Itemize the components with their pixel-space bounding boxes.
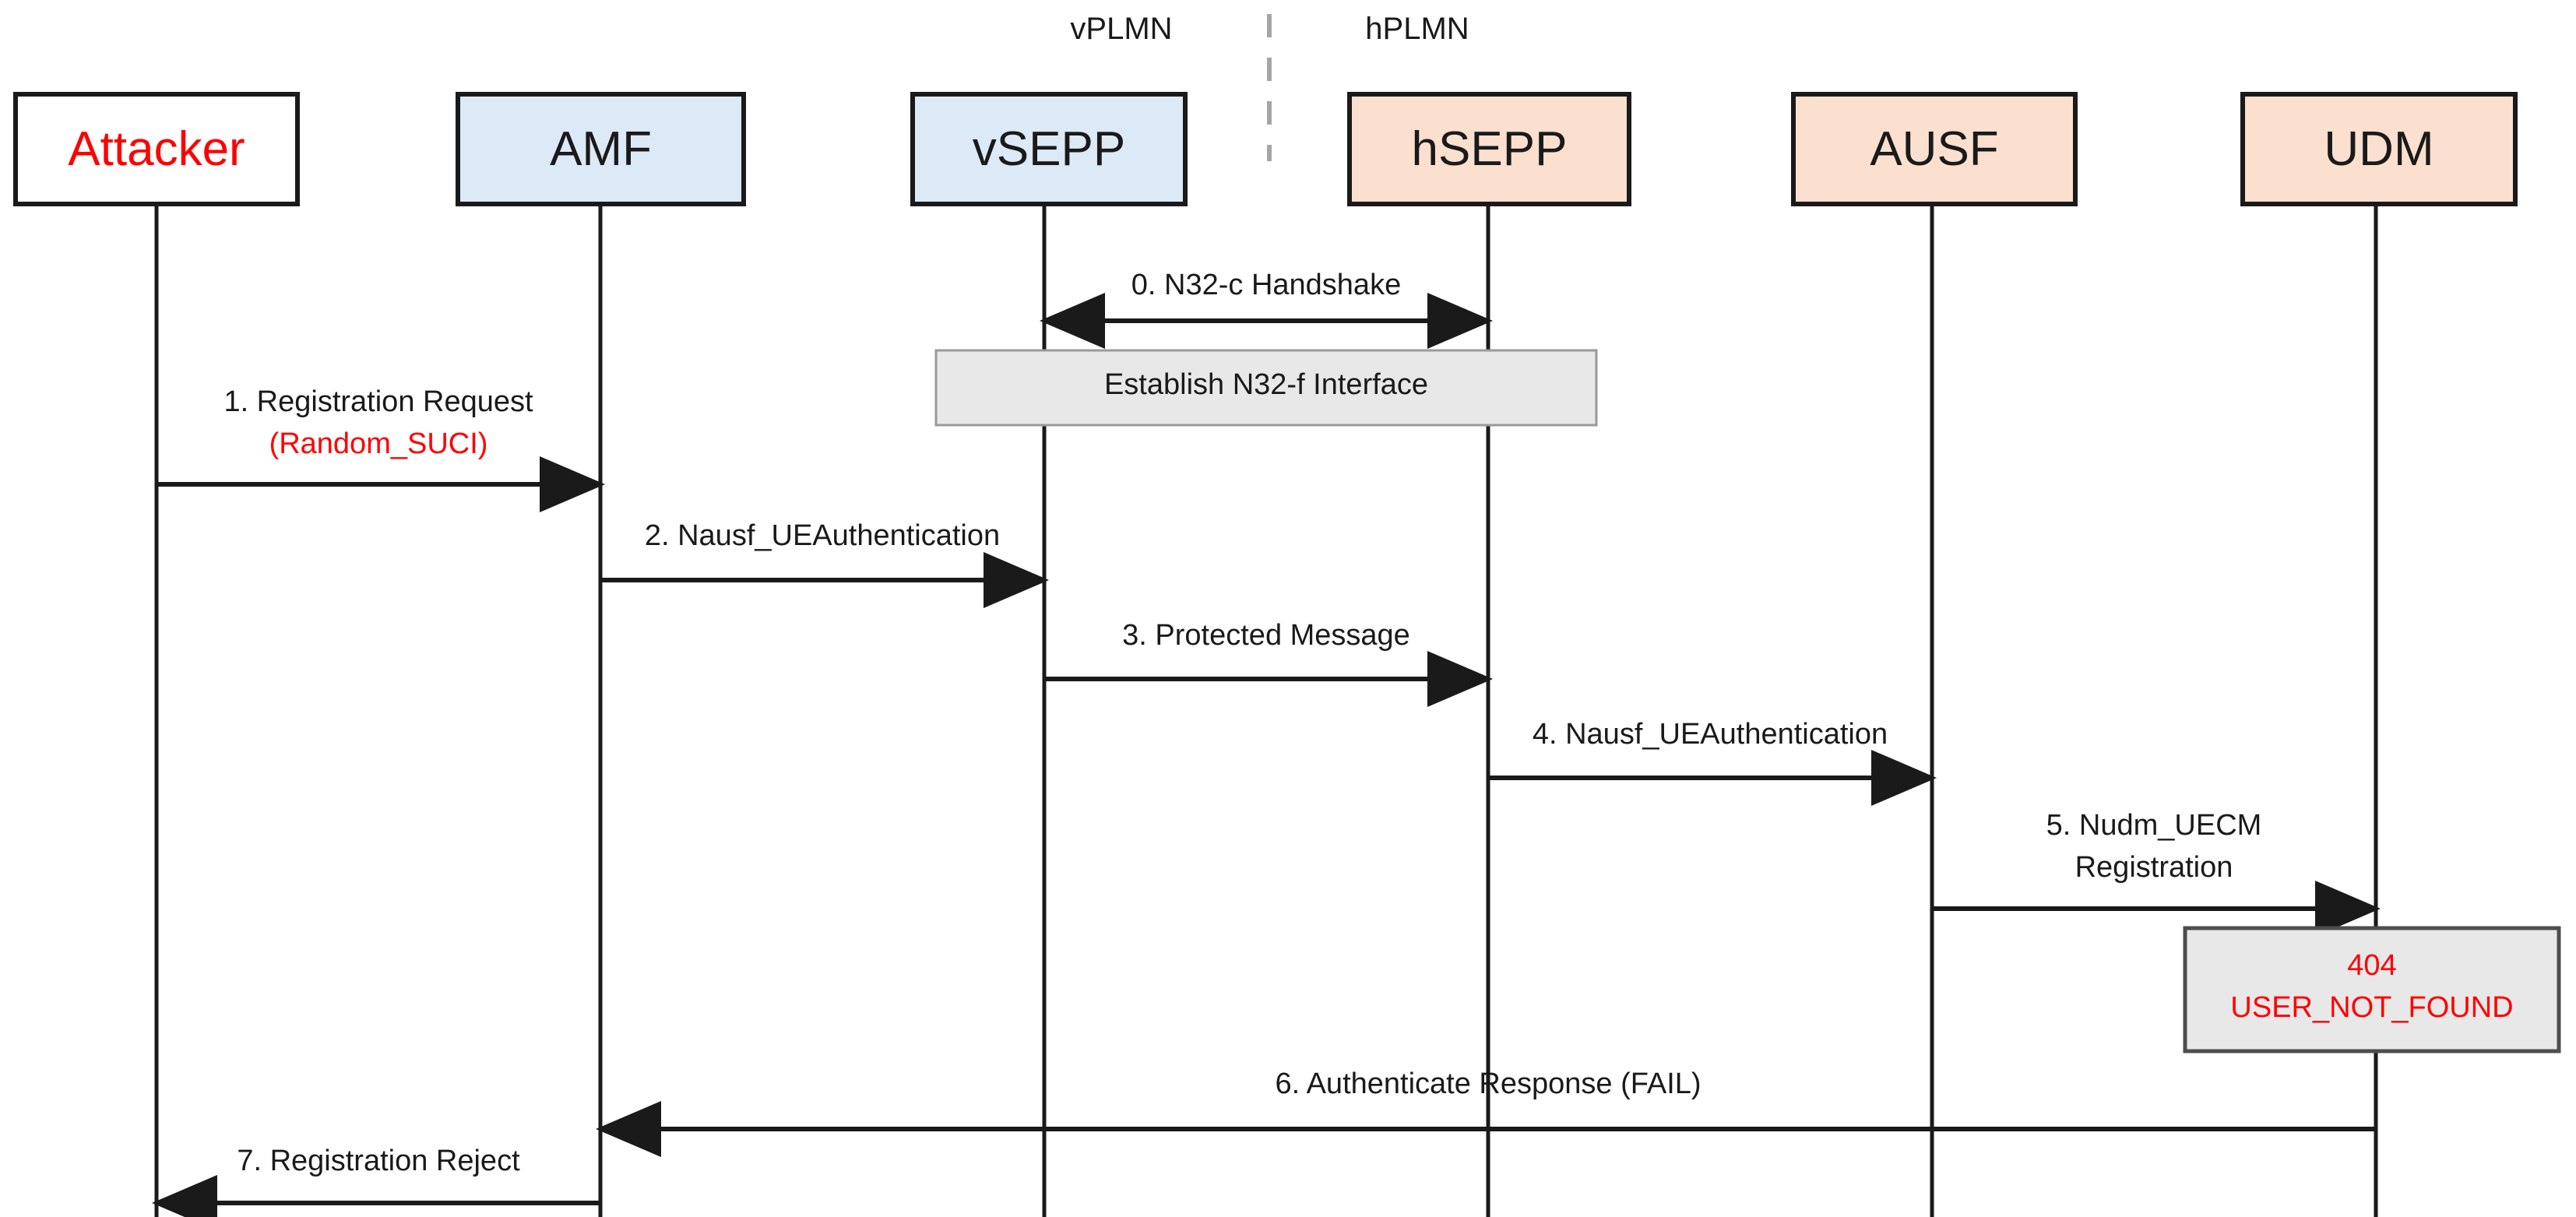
actor-boxes: Attacker AMF vSEPP hSEPP AUSF UDM <box>13 92 2518 206</box>
actor-label-vsepp: vSEPP <box>973 122 1125 176</box>
note-404-line-1: USER_NOT_FOUND <box>2230 991 2513 1024</box>
message-label-m7: 7. Registration Reject <box>237 1145 520 1177</box>
message-label-m2: 2. Nausf_UEAuthentication <box>645 519 1000 552</box>
actor-label-attacker: Attacker <box>68 122 245 176</box>
actor-box-vsepp[interactable] <box>910 92 1188 206</box>
actor-ausf[interactable]: AUSF <box>1791 92 2078 206</box>
message-label-m5: 5. Nudm_UECM <box>2046 809 2262 842</box>
message-m6: 6. Authenticate Response (FAIL) <box>596 1068 2376 1157</box>
note-n32f-box <box>934 349 1598 427</box>
notes: Establish N32-f Interface 404USER_NOT_FOU… <box>934 349 2561 1053</box>
actor-box-amf[interactable] <box>456 92 746 206</box>
actor-amf[interactable]: AMF <box>456 92 746 206</box>
actor-box-attacker[interactable] <box>13 92 300 206</box>
message-m5: 5. Nudm_UECM Registration <box>1932 809 2381 937</box>
message-label-m4: 4. Nausf_UEAuthentication <box>1533 718 1888 751</box>
message-m4: 4. Nausf_UEAuthentication <box>1488 718 1937 806</box>
message-m2: 2. Nausf_UEAuthentication <box>600 519 1049 608</box>
plmn-labels: vPLMN hPLMN <box>1070 12 1469 46</box>
note-404-box <box>2183 926 2561 1053</box>
note-n32f: Establish N32-f Interface <box>934 349 1598 427</box>
actor-attacker[interactable]: Attacker <box>13 92 300 206</box>
message-sublabel-m5: Registration <box>2075 851 2233 884</box>
actor-vsepp[interactable]: vSEPP <box>910 92 1188 206</box>
message-m7: 7. Registration Reject <box>152 1145 600 1217</box>
actor-box-hsepp[interactable] <box>1347 92 1631 206</box>
message-label-m3: 3. Protected Message <box>1122 619 1410 652</box>
actor-box-udm[interactable] <box>2240 92 2518 206</box>
actor-hsepp[interactable]: hSEPP <box>1347 92 1631 206</box>
message-m0: 0. N32-c Handshake <box>1040 269 1493 349</box>
message-m3: 3. Protected Message <box>1044 619 1493 707</box>
message-label-m0: 0. N32-c Handshake <box>1131 269 1401 301</box>
messages: 0. N32-c Handshake 1. Registration Reques… <box>152 269 2381 1217</box>
message-label-m6: 6. Authenticate Response (FAIL) <box>1275 1068 1701 1100</box>
actor-label-hsepp: hSEPP <box>1412 122 1568 176</box>
vplmn-label: vPLMN <box>1070 12 1172 46</box>
message-sublabel-m1: (Random_SUCI) <box>269 427 488 460</box>
actor-label-udm: UDM <box>2324 122 2433 176</box>
note-404-line-0: 404 <box>2347 949 2396 982</box>
hplmn-label: hPLMN <box>1365 12 1469 46</box>
note-n32f-line-0: Establish N32-f Interface <box>1104 368 1428 401</box>
actor-label-ausf: AUSF <box>1870 122 1998 176</box>
message-label-m1: 1. Registration Request <box>223 385 533 418</box>
actor-box-ausf[interactable] <box>1791 92 2078 206</box>
actor-label-amf: AMF <box>550 122 652 176</box>
message-m1: 1. Registration Request (Random_SUCI) <box>157 385 605 512</box>
actor-udm[interactable]: UDM <box>2240 92 2518 206</box>
